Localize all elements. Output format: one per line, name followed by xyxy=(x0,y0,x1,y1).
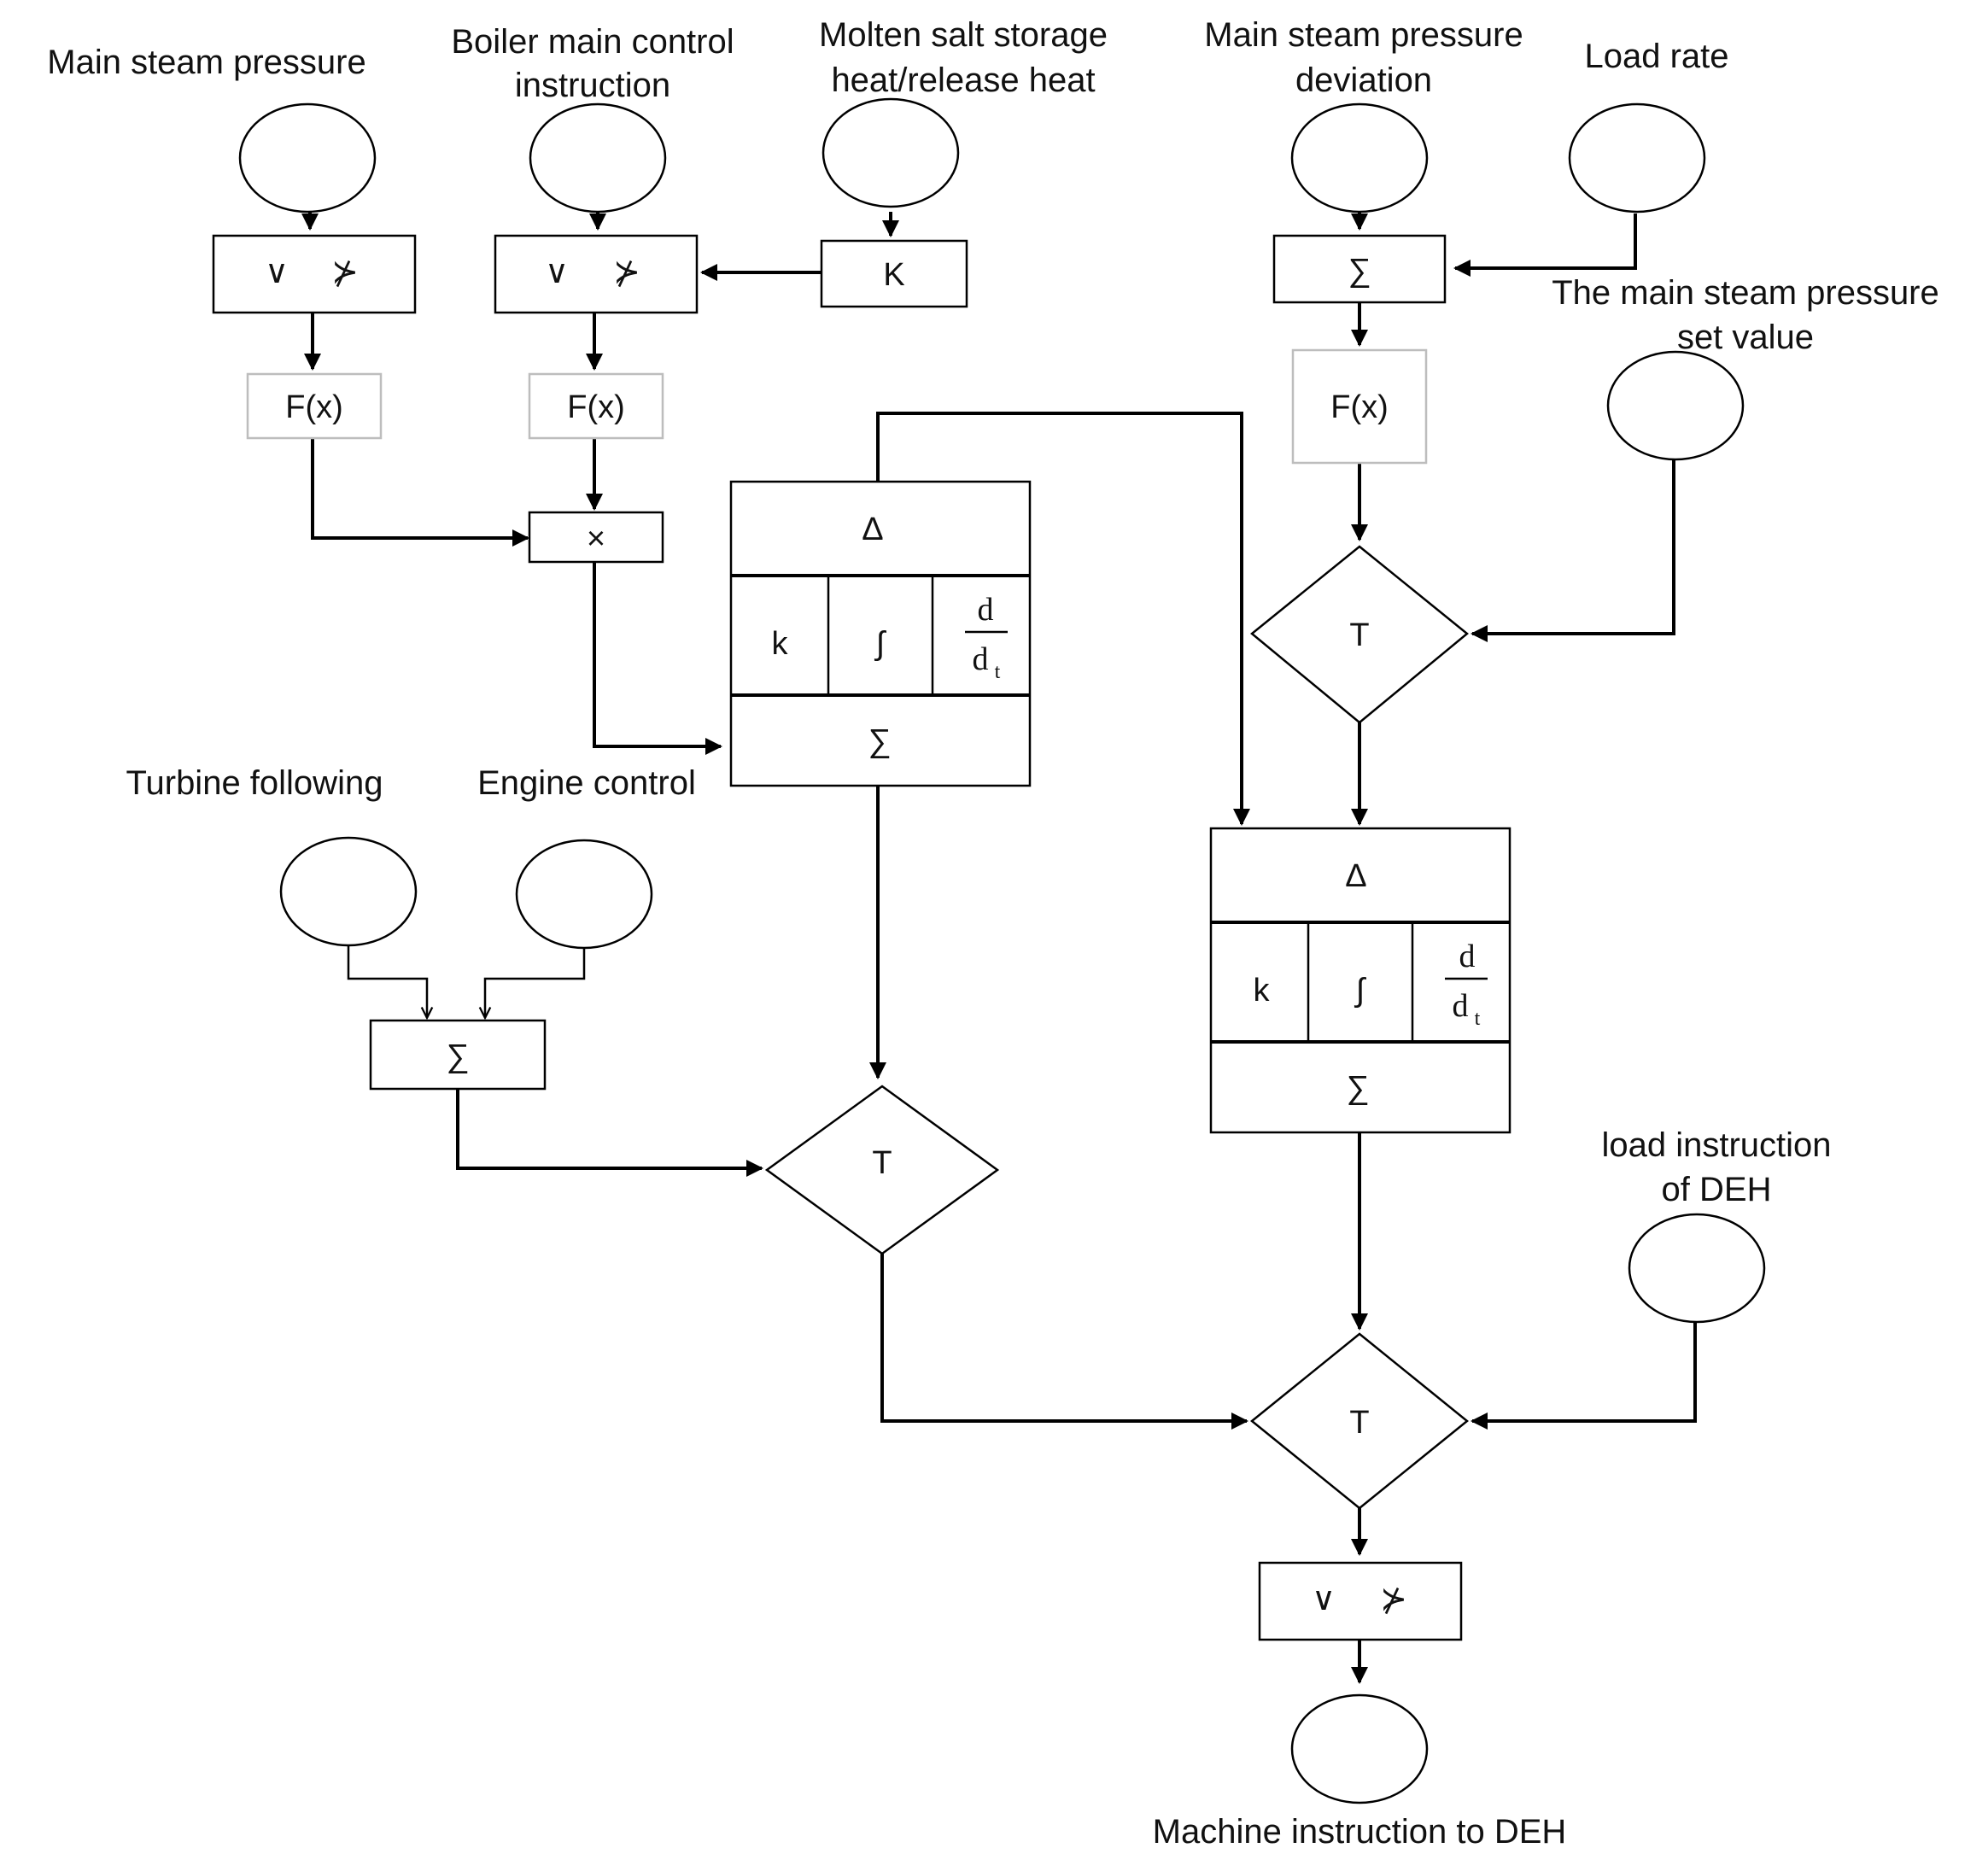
limiter-low-symbol: ∨ xyxy=(265,254,289,290)
derivative-numerator: d xyxy=(978,592,994,628)
sum-block-deviation: ∑ xyxy=(1272,234,1447,304)
edge-turbine-to-sum xyxy=(347,945,427,1018)
limiter-low-symbol: ∨ xyxy=(545,254,569,290)
derivative-denominator: d xyxy=(973,641,989,677)
label-load-instruction-deh-l2: of DEH xyxy=(1662,1171,1772,1208)
sum-symbol: ∑ xyxy=(868,723,891,759)
label-pressure-setvalue-l2: set value xyxy=(1677,319,1814,356)
node-boiler-main-control xyxy=(529,102,667,213)
sum-symbol: ∑ xyxy=(446,1038,469,1074)
proportional-symbol: k xyxy=(772,626,789,662)
limiter-high-symbol: ⊁ xyxy=(331,254,359,290)
gain-block: K xyxy=(820,239,968,308)
node-pressure-deviation xyxy=(1290,102,1429,213)
integral-symbol: ∫ xyxy=(874,626,887,662)
label-turbine-following: Turbine following xyxy=(126,764,383,802)
label-molten-salt-heat: heat/release heat xyxy=(831,61,1095,99)
limiter-high-symbol: ⊁ xyxy=(613,254,640,290)
transfer-switch-1: T xyxy=(1250,545,1469,724)
label-load-rate: Load rate xyxy=(1584,38,1728,75)
derivative-denominator: d xyxy=(1453,988,1469,1024)
function-symbol: F(x) xyxy=(1330,389,1389,425)
node-molten-salt xyxy=(822,97,960,208)
label-engine-control: Engine control xyxy=(477,764,696,802)
label-load-instruction-deh: load instruction xyxy=(1601,1126,1831,1164)
transfer-symbol: T xyxy=(872,1145,892,1181)
sum-block-turbine: ∑ xyxy=(369,1019,547,1091)
delta-symbol: Δ xyxy=(862,512,883,547)
limiter-block-3: ∨ ⊁ xyxy=(1258,1561,1463,1641)
transfer-switch-2: T xyxy=(764,1085,1000,1255)
transfer-symbol: T xyxy=(1349,1405,1369,1441)
node-load-rate xyxy=(1568,102,1706,213)
node-engine-control xyxy=(515,839,653,950)
sum-symbol: ∑ xyxy=(1348,253,1371,289)
pid-block-2: Δ k ∫ d d t ∑ xyxy=(1209,827,1511,1134)
derivative-subscript: t xyxy=(1475,1008,1481,1030)
function-block-1: F(x) xyxy=(246,372,383,440)
integral-symbol: ∫ xyxy=(1354,973,1367,1009)
transfer-switch-3: T xyxy=(1250,1332,1469,1510)
limiter-block-1: ∨ ⊁ xyxy=(212,234,417,314)
edge-deh-load-to-transfer3 xyxy=(1471,1322,1697,1430)
label-main-steam-pressure: Main steam pressure xyxy=(47,44,365,81)
function-block-3: F(x) xyxy=(1291,348,1428,465)
edge-pid1-to-pid2 xyxy=(876,412,1250,826)
node-turbine-following xyxy=(279,836,418,947)
edge-sum-to-transfer2 xyxy=(456,1089,763,1177)
limiter-block-2: ∨ ⊁ xyxy=(494,234,699,314)
node-load-instruction-deh xyxy=(1628,1213,1766,1324)
limiter-low-symbol: ∨ xyxy=(1312,1582,1336,1617)
label-pressure-setvalue: The main steam pressure xyxy=(1552,274,1939,312)
derivative-subscript: t xyxy=(995,661,1001,683)
label-boiler-main-control: Boiler main control xyxy=(451,23,734,61)
transfer-symbol: T xyxy=(1349,617,1369,653)
edge-transfer2-to-transfer3 xyxy=(880,1254,1248,1430)
edge-setvalue-to-transfer1 xyxy=(1471,459,1675,642)
pid-block-1: Δ k ∫ d d t ∑ xyxy=(729,480,1032,787)
label-machine-instruction-deh: Machine instruction to DEH xyxy=(1153,1813,1567,1851)
multiply-symbol: × xyxy=(587,521,605,557)
edge-multiply-to-pid1 xyxy=(593,562,722,755)
function-symbol: F(x) xyxy=(285,389,343,425)
node-main-steam-pressure xyxy=(238,102,377,213)
node-machine-instruction-deh xyxy=(1290,1693,1429,1804)
multiply-block: × xyxy=(528,511,664,564)
label-pressure-deviation: Main steam pressure xyxy=(1204,16,1523,54)
gain-symbol: K xyxy=(883,257,904,293)
edge-engine-to-sum xyxy=(485,948,586,1018)
label-pressure-deviation-l2: deviation xyxy=(1295,61,1432,99)
node-pressure-setvalue xyxy=(1606,350,1745,461)
derivative-numerator: d xyxy=(1459,939,1476,974)
sum-symbol: ∑ xyxy=(1346,1070,1369,1106)
function-block-2: F(x) xyxy=(528,372,664,440)
label-boiler-main-control-instruction: instruction xyxy=(515,67,670,104)
edge-fx1-to-multiply xyxy=(311,438,529,547)
delta-symbol: Δ xyxy=(1345,858,1366,894)
limiter-high-symbol: ⊁ xyxy=(1380,1582,1407,1617)
edge-loadrate-to-sum xyxy=(1453,213,1637,277)
proportional-symbol: k xyxy=(1254,973,1271,1009)
function-symbol: F(x) xyxy=(567,389,625,425)
label-molten-salt-storage: Molten salt storage xyxy=(819,16,1108,54)
